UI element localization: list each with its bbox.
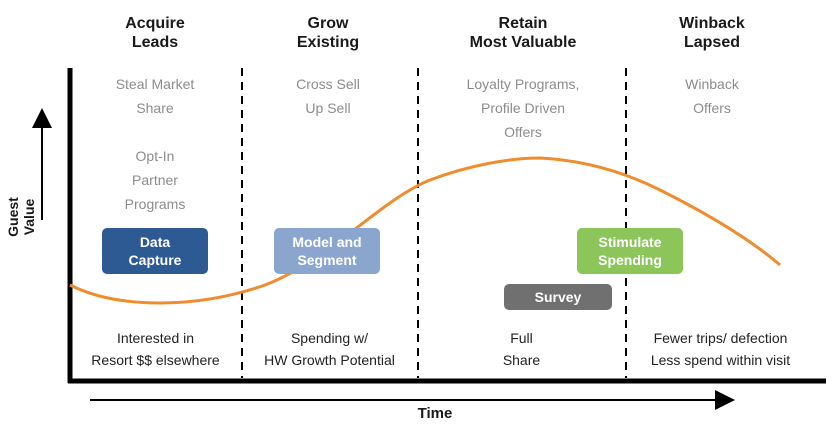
strategies-acquire: Steal Market Share Opt-In Partner Progra… <box>115 76 195 212</box>
survey-box: Survey <box>504 284 612 310</box>
strategies-grow: Cross Sell Up Sell <box>296 76 360 116</box>
condition-grow: Spending w/HW Growth Potential <box>264 330 395 368</box>
strategies-retain: Loyalty Programs, Profile Driven Offers <box>466 76 580 140</box>
strategies-winback: Winback Offers <box>685 76 739 116</box>
y-axis-label: Guest Value <box>5 197 37 237</box>
x-axis-label: Time <box>417 405 453 422</box>
guest-value-curve <box>69 156 781 305</box>
